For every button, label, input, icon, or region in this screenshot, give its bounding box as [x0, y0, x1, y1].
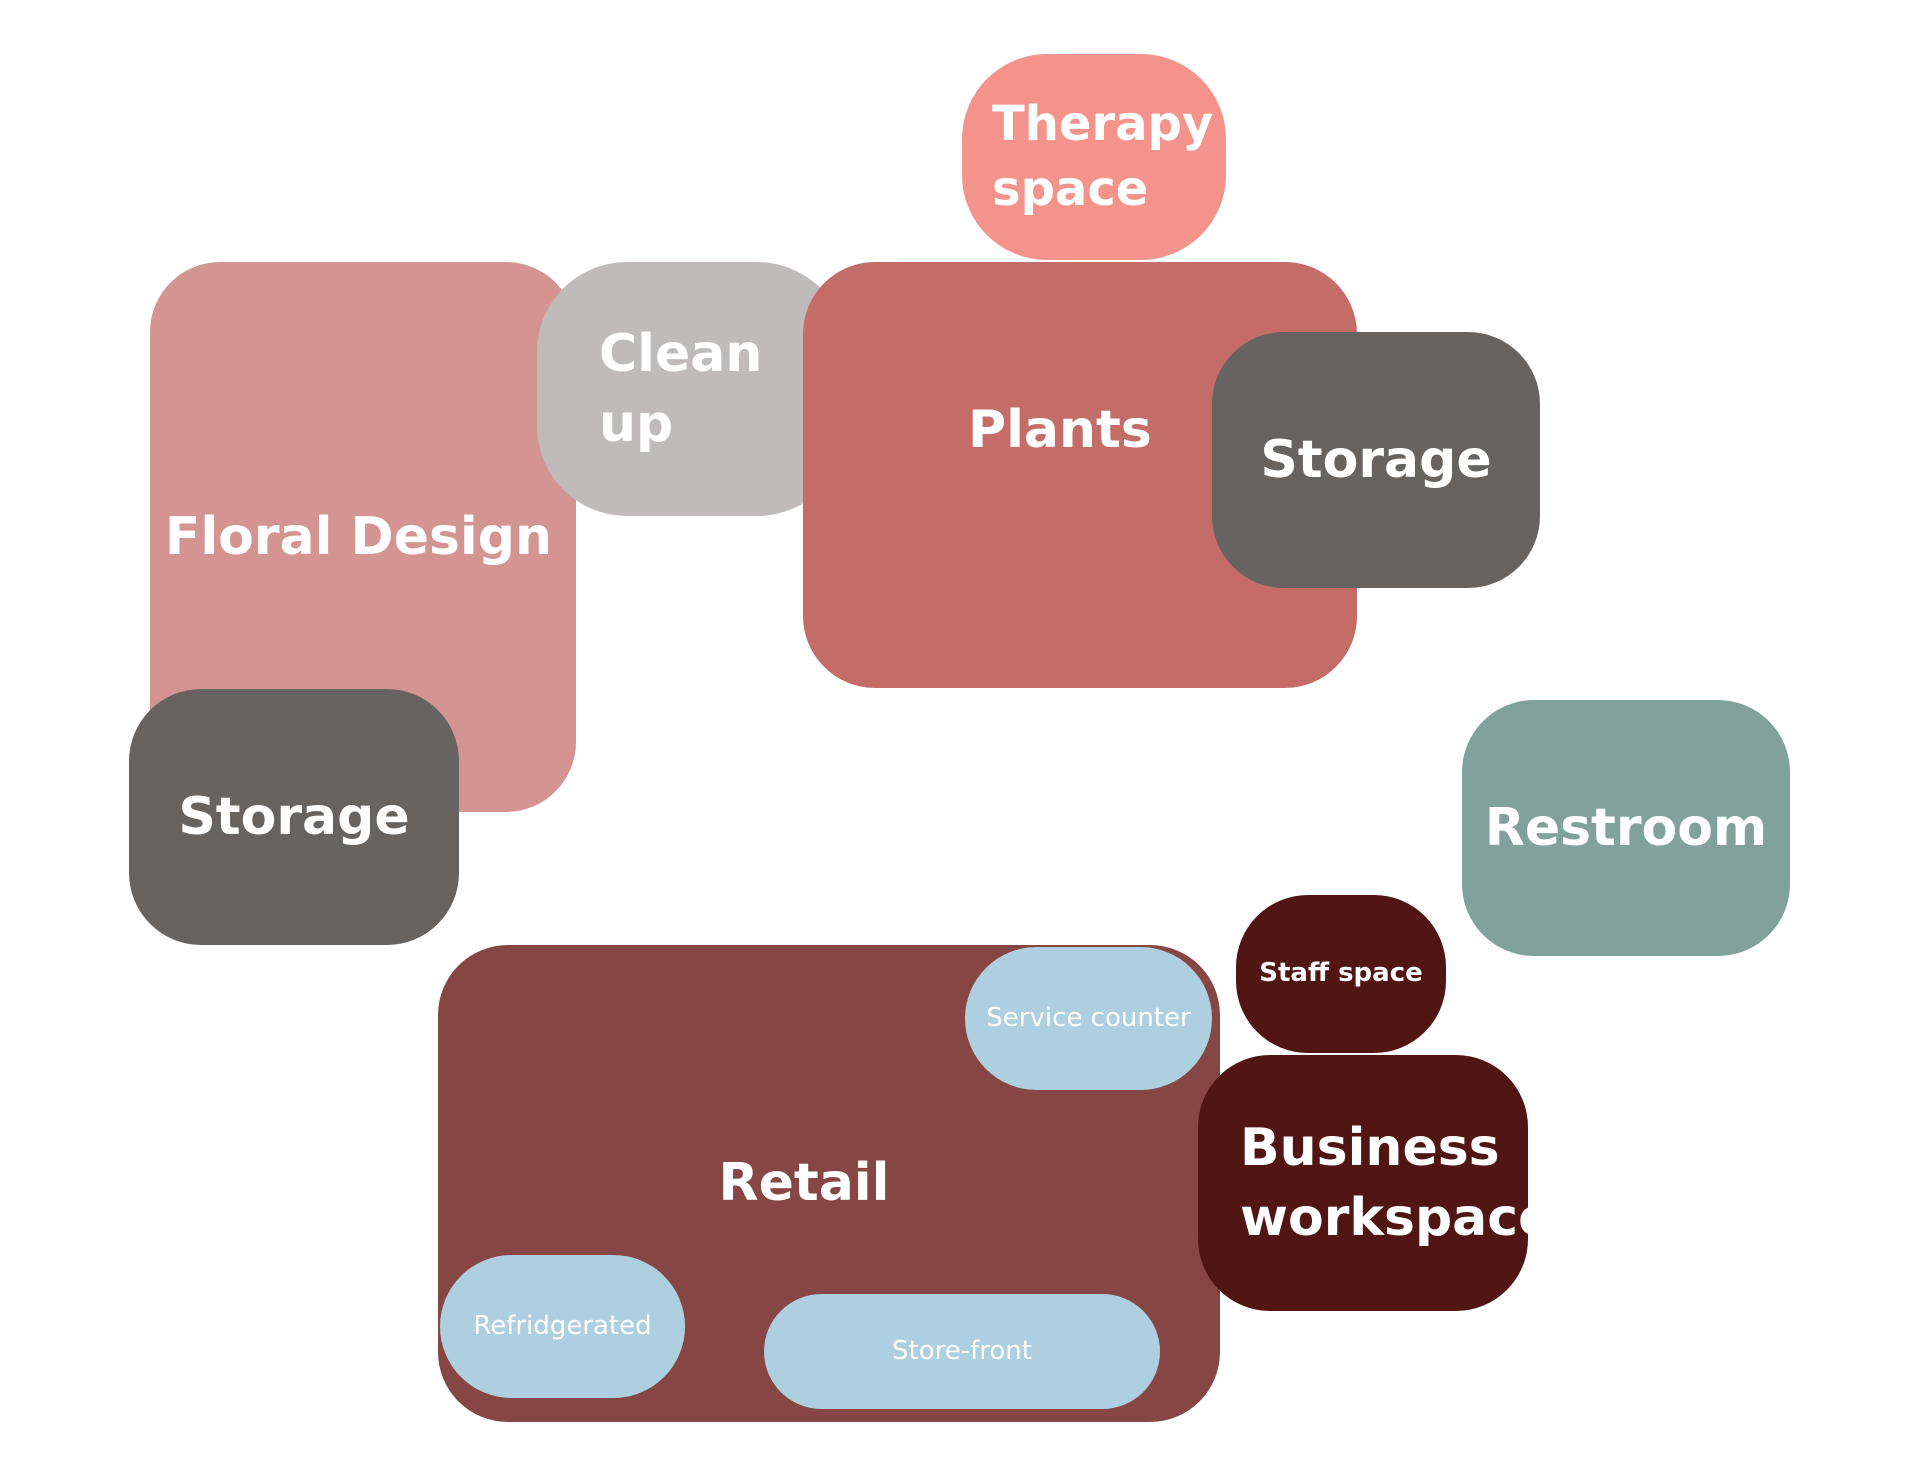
zone-label: Storage	[178, 786, 410, 847]
zone-label: Plants	[968, 399, 1152, 460]
zone-label: Storage	[1260, 429, 1492, 490]
zone-refridgerated: Refridgerated	[440, 1255, 685, 1398]
zone-label: Business workspace	[1240, 1117, 1554, 1248]
zone-therapy-space: Therapy space	[962, 54, 1226, 260]
zone-storage-right: Storage	[1212, 332, 1540, 588]
zone-label: Clean up	[599, 323, 763, 454]
zone-restroom: Restroom	[1462, 700, 1790, 956]
zone-label: Staff space	[1259, 958, 1423, 989]
zone-label: Store-front	[892, 1335, 1032, 1366]
zone-service-counter: Service counter	[965, 947, 1212, 1090]
zone-label: Floral Design	[164, 506, 552, 567]
zone-staff-space: Staff space	[1236, 895, 1446, 1053]
zone-label: Service counter	[986, 1002, 1191, 1033]
zone-store-front: Store-front	[764, 1294, 1160, 1409]
zone-storage-left: Storage	[129, 689, 459, 945]
zone-business-workspace: Business workspace	[1198, 1055, 1553, 1311]
zone-label: Refridgerated	[473, 1310, 652, 1341]
zone-clean-up: Clean up	[537, 262, 847, 516]
zone-label: Therapy space	[992, 96, 1214, 217]
zone-label: Restroom	[1484, 797, 1768, 858]
zone-label: Retail	[718, 1153, 890, 1214]
